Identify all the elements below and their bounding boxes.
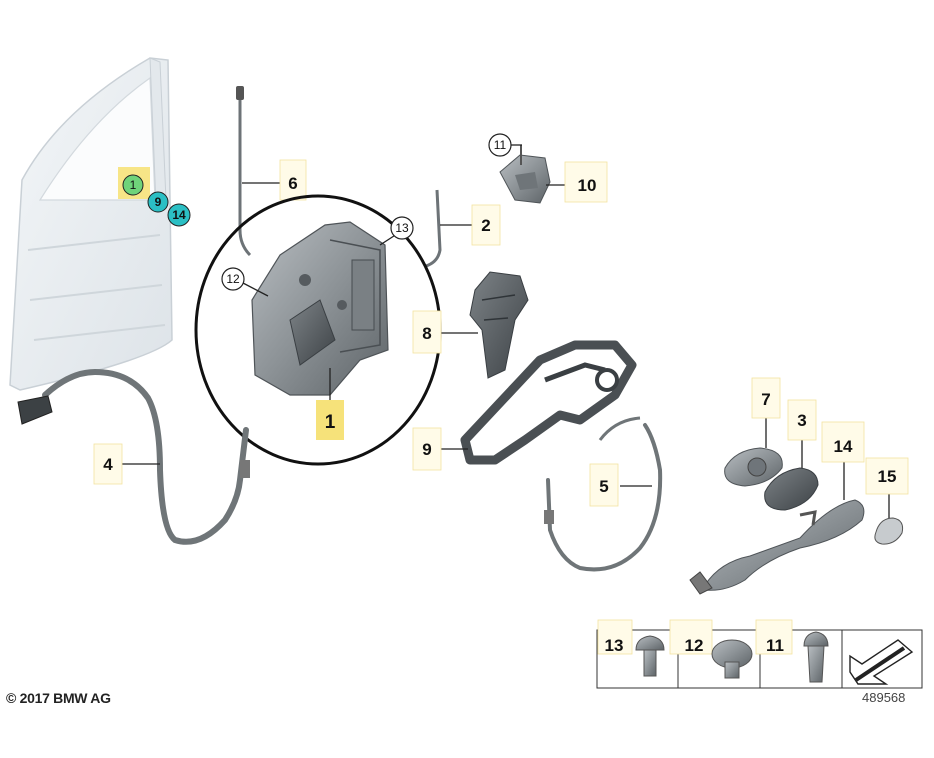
svg-text:9: 9 <box>155 195 162 209</box>
door-shell <box>9 57 173 391</box>
callout-9-door: 9 <box>147 191 169 213</box>
svg-text:1: 1 <box>325 412 336 433</box>
label-1-main: 1 <box>316 368 344 440</box>
svg-text:1: 1 <box>130 178 137 192</box>
label-14: 14 <box>821 421 865 463</box>
svg-text:13: 13 <box>605 636 624 655</box>
label-5: 5 <box>589 463 619 507</box>
svg-text:11: 11 <box>766 636 784 655</box>
svg-text:12: 12 <box>226 272 240 286</box>
fastener-cell-13: 13 <box>597 619 665 677</box>
bowden-cable-part-5 <box>544 416 663 572</box>
svg-text:11: 11 <box>494 138 507 152</box>
fastener-cell-11: 11 <box>755 619 829 683</box>
label-15: 15 <box>865 457 909 495</box>
label-8: 8 <box>412 310 442 354</box>
label-10: 10 <box>564 161 608 203</box>
label-7: 7 <box>751 377 781 419</box>
gasket-part-3 <box>764 432 819 511</box>
copyright-text: © 2017 BMW AG <box>6 690 111 706</box>
fastener-cell-12: 12 <box>669 619 753 679</box>
svg-text:8: 8 <box>422 324 431 343</box>
label-3: 3 <box>787 399 817 441</box>
svg-text:14: 14 <box>172 208 186 222</box>
svg-text:9: 9 <box>422 440 431 459</box>
cap-part-15 <box>874 490 904 545</box>
svg-text:15: 15 <box>878 467 897 486</box>
svg-text:6: 6 <box>288 174 297 193</box>
cover-part-7 <box>724 410 783 487</box>
svg-text:12: 12 <box>685 636 704 655</box>
door-lock-actuator <box>251 221 389 396</box>
callout-14-door: 14 <box>167 203 191 227</box>
callout-13: 13 <box>379 216 414 246</box>
svg-text:7: 7 <box>761 390 770 409</box>
door-handle-part-14 <box>689 456 865 595</box>
svg-text:10: 10 <box>578 176 597 195</box>
callout-1-door: 1 <box>118 167 150 199</box>
striker-part-10 <box>499 145 572 204</box>
rod-part-6 <box>236 86 282 257</box>
svg-text:4: 4 <box>103 455 113 474</box>
handle-carrier-part-9 <box>440 340 637 465</box>
diagram-number: 489568 <box>862 690 906 705</box>
svg-text:2: 2 <box>481 216 490 235</box>
bowden-cable-part-4 <box>17 368 250 545</box>
label-9-main: 9 <box>412 427 442 471</box>
rod-part-2 <box>425 189 474 268</box>
bracket-part-8 <box>438 271 529 379</box>
svg-text:5: 5 <box>599 477 608 496</box>
svg-text:3: 3 <box>797 411 806 430</box>
arrow-pointer-icon <box>849 639 914 685</box>
svg-text:13: 13 <box>395 221 409 235</box>
callout-12: 12 <box>221 267 269 297</box>
callout-11-top: 11 <box>488 133 522 157</box>
label-2: 2 <box>471 204 501 246</box>
label-4: 4 <box>93 443 123 485</box>
svg-text:14: 14 <box>834 437 853 456</box>
label-6: 6 <box>279 159 307 201</box>
